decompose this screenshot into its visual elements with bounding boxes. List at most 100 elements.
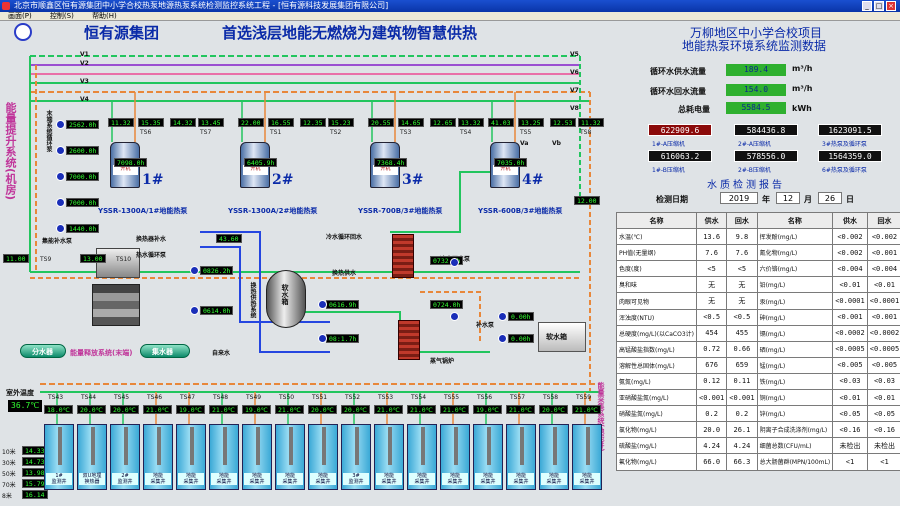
pipe-blue-loop	[200, 231, 330, 353]
terminal-pump[interactable]	[56, 172, 65, 181]
parameter-name: 铜(mg/L)	[756, 389, 834, 407]
depth-temp: 16.14	[22, 490, 48, 499]
minimize-button[interactable]: _	[862, 1, 872, 11]
well-label: 地能采集井	[475, 473, 501, 485]
pump-b[interactable]	[190, 306, 199, 315]
heat-pump-status: 开机	[113, 165, 138, 175]
parameter-name: 总硬度(mg/L)(以CaCO3计)	[616, 324, 697, 342]
heat-pump-number: 2#	[272, 172, 294, 188]
well-temp: 18.0℃	[44, 405, 73, 414]
pump-e[interactable]	[318, 300, 327, 309]
close-button[interactable]: ×	[886, 1, 896, 11]
well-temp: 20.0℃	[341, 405, 370, 414]
well-temp: 21.0℃	[407, 405, 436, 414]
pump-c[interactable]	[450, 258, 459, 267]
menu-bar: 画面(P) 控制(S) 帮助(H)	[0, 12, 900, 21]
well-temp: 21.0℃	[440, 405, 469, 414]
parameter-value: <0.5	[695, 308, 728, 326]
well-core	[58, 427, 62, 465]
parameter-value: <0.002	[832, 228, 868, 246]
table-header: 回水	[866, 211, 900, 230]
parameter-name: 阴离子合成洗涤剂(mg/L)	[756, 421, 834, 439]
pump-g[interactable]	[498, 312, 507, 321]
terminal-pump[interactable]	[56, 146, 65, 155]
parameter-name: 总大肠菌群(MPN/100mL)	[756, 453, 834, 471]
hp-tag: 14.65	[398, 118, 424, 127]
parameter-value: <0.01	[832, 276, 868, 294]
well: 1#监测井	[44, 424, 74, 490]
report-day[interactable]: 26	[818, 192, 842, 204]
pump-f[interactable]	[318, 334, 327, 343]
terminal-pump[interactable]	[56, 224, 65, 233]
tag-c: 0732.3h	[430, 256, 464, 265]
report-month[interactable]: 12	[776, 192, 800, 204]
parameter-value: 0.2	[695, 405, 728, 423]
maximize-button[interactable]: □	[874, 1, 884, 11]
well-ts-label: TS58	[543, 394, 559, 401]
valve-label: V7	[570, 87, 579, 94]
menu-screen[interactable]: 画面(P)	[8, 12, 32, 20]
return-flow-unit: m³/h	[792, 84, 813, 93]
energy-meter-value: 1564359.0	[818, 150, 882, 162]
menu-help[interactable]: 帮助(H)	[92, 12, 117, 20]
parameter-name: 锌(mg/L)	[756, 405, 834, 423]
well-label: 地能采集井	[409, 473, 435, 485]
hp-ts-label: TS6	[140, 129, 152, 136]
supply-flow-label: 循环水供水流量	[650, 67, 706, 76]
parameter-name: 六价铬(mg/L)	[756, 260, 834, 278]
energy-meter-value: 622909.6	[648, 124, 712, 136]
parameter-name: 硝酸盐氮(mg/L)	[616, 405, 697, 423]
menu-control[interactable]: 控制(S)	[49, 12, 74, 20]
well-ts-label: TS44	[81, 394, 97, 401]
pump-a[interactable]	[190, 266, 199, 275]
table-header: 供水	[832, 211, 868, 230]
well-core	[388, 427, 392, 465]
parameter-value: <0.0002	[866, 324, 900, 342]
valve-label: V2	[80, 60, 89, 67]
report-year[interactable]: 2019	[720, 192, 758, 204]
pump-runtime-tag: 2562.0h	[66, 120, 100, 129]
parameter-name: 砷(mg/L)	[756, 308, 834, 326]
terminal-pump[interactable]	[56, 198, 65, 207]
collector	[140, 344, 190, 358]
hp-tag: 12.65	[430, 118, 456, 127]
ts10-tag: 13.00	[80, 254, 106, 263]
well-temp: 20.0℃	[110, 405, 139, 414]
title-bar: 北京市顺鑫区恒有源集团中小学合校热泵地源热泵系统检测监控系统工程 - [恒有源科…	[0, 0, 900, 12]
well-temp: 21.0℃	[572, 405, 601, 414]
pump-d[interactable]	[450, 312, 459, 321]
slogan: 首选浅层地能无燃烧为建筑物智慧供热	[222, 24, 478, 42]
pump-h[interactable]	[498, 334, 507, 343]
well: 地能采集井	[209, 424, 239, 490]
tag-e: 0616.9h	[326, 300, 360, 309]
parameter-name: 氰化物(mg/L)	[756, 244, 834, 262]
well-label: 3#监测井	[343, 473, 369, 485]
parameter-value: 66.3	[726, 453, 758, 471]
well-label: 2#监测井	[112, 473, 138, 485]
parameter-value: <0.05	[832, 405, 868, 423]
parameter-name: PH值(无量纲)	[616, 244, 697, 262]
parameter-value: <0.004	[832, 260, 868, 278]
well-core	[586, 427, 590, 465]
well: 地能采集井	[440, 424, 470, 490]
parameter-name: 高锰酸盐指数(mg/L)	[616, 340, 697, 358]
tag-a: 0826.2h	[200, 266, 234, 275]
floor-heating-image	[92, 284, 140, 326]
well: 地能采集井	[275, 424, 305, 490]
terminal-pump[interactable]	[56, 120, 65, 129]
parameter-value: 无	[695, 292, 728, 310]
well: 2#监测井	[110, 424, 140, 490]
tag-g: 0.00h	[508, 312, 534, 321]
well-label: 地能采集井	[541, 473, 567, 485]
hp-runtime-tag: 6405.9h	[244, 158, 278, 167]
well-label: 双U地埋换热器	[79, 473, 105, 485]
parameter-value: <0.0001	[832, 292, 868, 310]
hp-runtime-tag: 7368.4h	[374, 158, 408, 167]
parameter-value: 9.8	[726, 228, 758, 246]
